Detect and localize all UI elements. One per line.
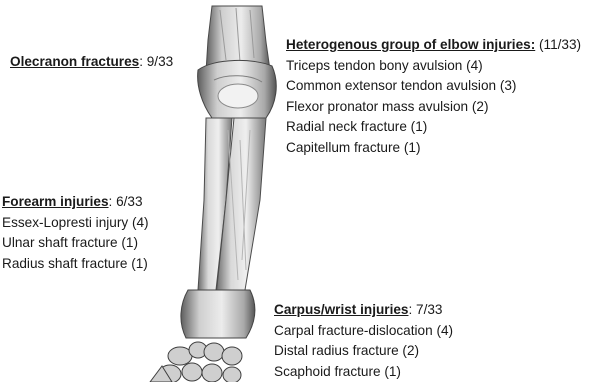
group-heading: Olecranon fractures: 9/33 (10, 52, 173, 73)
group-count: 9/33 (147, 54, 173, 69)
list-item: Triceps tendon bony avulsion (4) (286, 56, 581, 77)
group-heading: Heterogenous group of elbow injuries: (1… (286, 35, 581, 56)
wrist-shape (181, 290, 255, 338)
carpus-wrist-injuries-group: Carpus/wrist injuries: 7/33 Carpal fract… (274, 300, 453, 382)
group-heading: Carpus/wrist injuries: 7/33 (274, 300, 453, 321)
group-title: Carpus/wrist injuries (274, 302, 408, 317)
list-item: Capitellum fracture (1) (286, 138, 581, 159)
group-separator: : (408, 302, 416, 317)
list-item: Distal radius fracture (2) (274, 341, 453, 362)
list-item: Radius shaft fracture (1) (2, 254, 149, 275)
group-separator: : (139, 54, 147, 69)
list-item: Ulnar shaft fracture (1) (2, 233, 149, 254)
list-item: Scaphoid fracture (1) (274, 362, 453, 382)
elbow-injuries-group: Heterogenous group of elbow injuries: (1… (286, 35, 581, 158)
group-title: Heterogenous group of elbow injuries: (286, 37, 535, 52)
group-title: Olecranon fractures (10, 54, 139, 69)
group-count: (11/33) (539, 37, 581, 52)
list-item: Radial neck fracture (1) (286, 117, 581, 138)
group-count: 6/33 (116, 194, 142, 209)
group-count: 7/33 (416, 302, 442, 317)
list-item: Flexor pronator mass avulsion (2) (286, 97, 581, 118)
elbow-joint-shape (198, 60, 277, 118)
forearm-shaft-shape (198, 118, 266, 296)
list-item: Essex-Lopresti injury (4) (2, 213, 149, 234)
list-item: Carpal fracture-dislocation (4) (274, 321, 453, 342)
group-title: Forearm injuries (2, 194, 109, 209)
carpal-bones-shape (150, 342, 242, 382)
list-item: Common extensor tendon avulsion (3) (286, 76, 581, 97)
olecranon-fractures-group: Olecranon fractures: 9/33 (10, 52, 173, 73)
forearm-injuries-group: Forearm injuries: 6/33 Essex-Lopresti in… (2, 192, 149, 274)
group-heading: Forearm injuries: 6/33 (2, 192, 149, 213)
group-separator: : (109, 194, 117, 209)
